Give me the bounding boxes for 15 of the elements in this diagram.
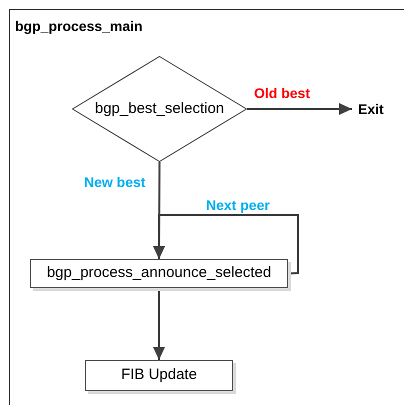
decision-diamond: [72, 56, 247, 162]
frame-title: bgp_process_main: [15, 17, 143, 36]
edge-label: Old best: [254, 84, 310, 103]
edge-label: Next peer: [206, 196, 270, 215]
frame-panel: [9, 9, 404, 405]
process-box: [30, 259, 288, 288]
process-text: FIB Update: [121, 365, 197, 386]
arrow: [153, 288, 165, 360]
arrow: [247, 103, 352, 115]
process-text: bgp_process_announce_selected: [46, 263, 272, 284]
process-box: [85, 360, 233, 391]
arrow: [153, 214, 299, 274]
decision-text: bgp_best_selection: [94, 98, 224, 119]
edge-label: New best: [84, 173, 146, 192]
exit-label: Exit: [352, 98, 392, 120]
